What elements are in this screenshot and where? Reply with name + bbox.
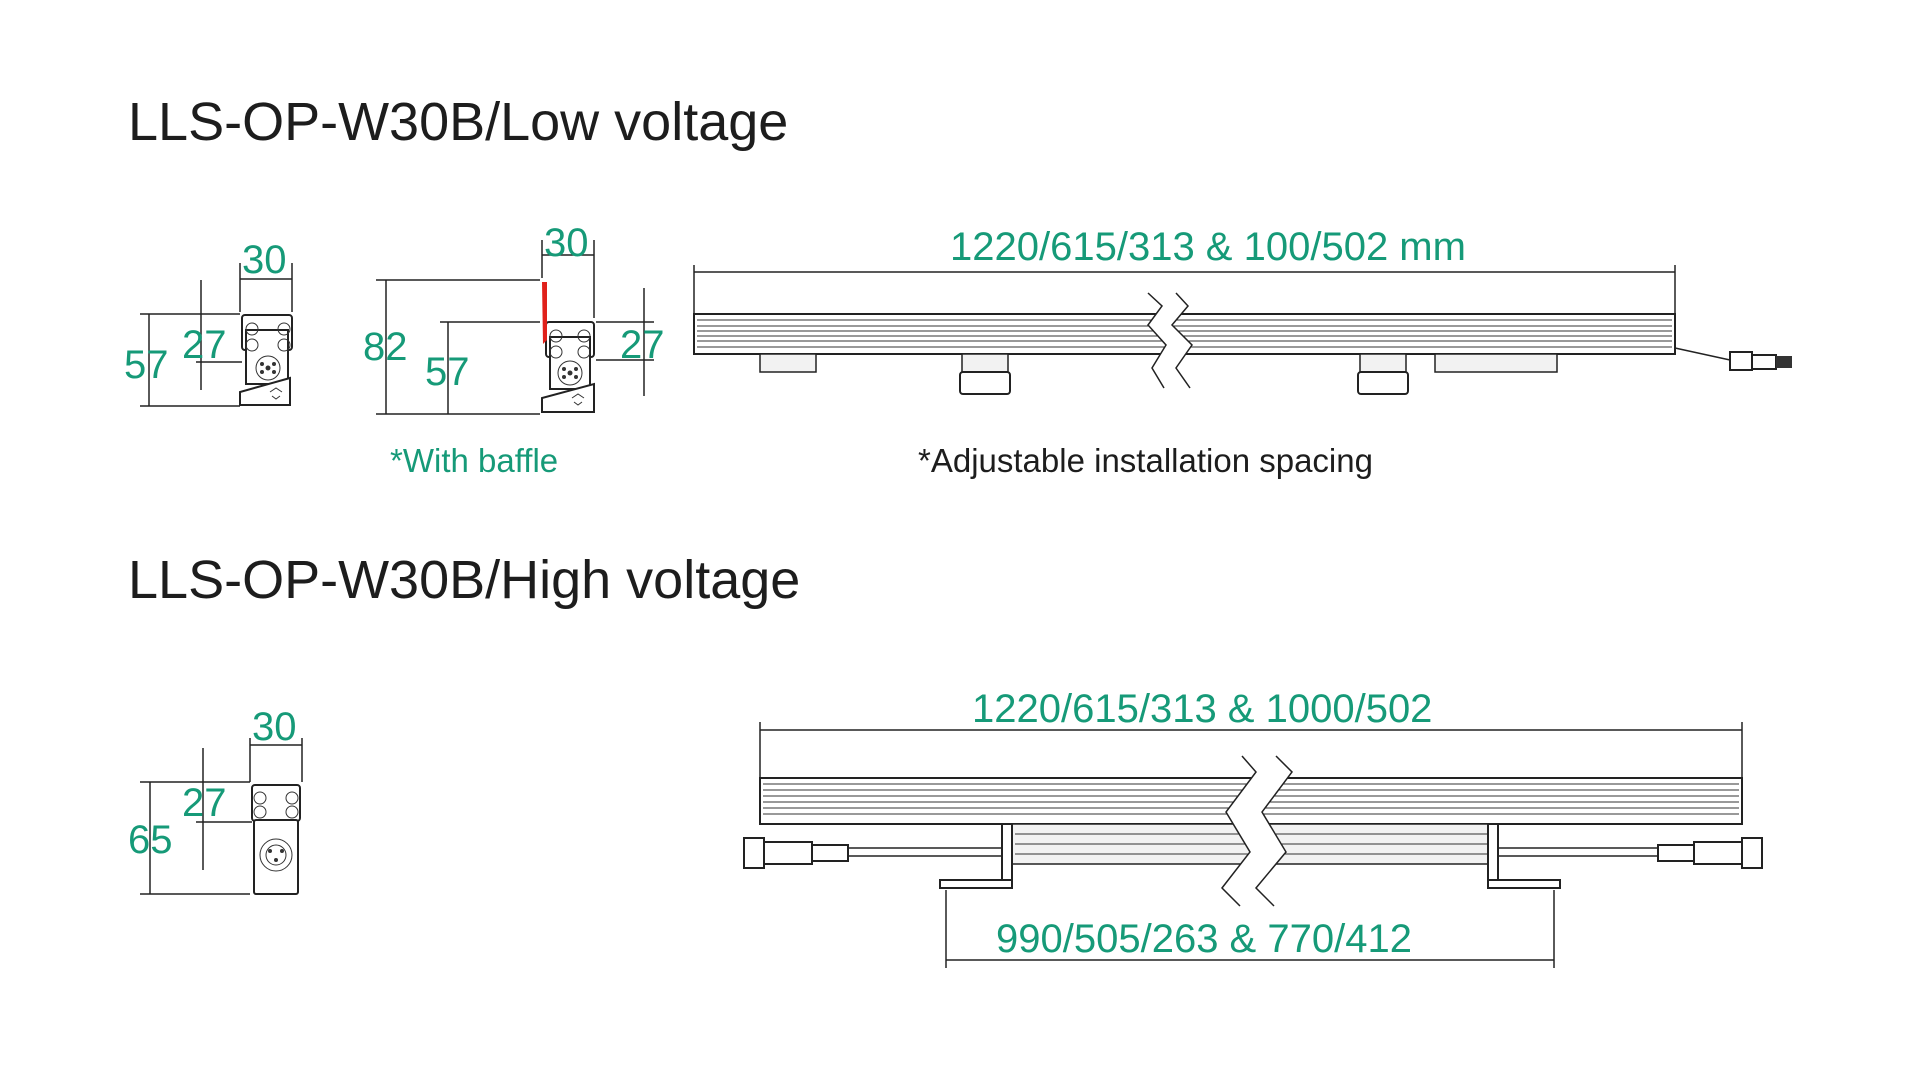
hv-section-height-label: 65: [128, 818, 173, 862]
hv-section-inner-height-label: 27: [182, 781, 227, 825]
baffle-profile: [541, 282, 595, 413]
baffle-total-height-label: 82: [363, 325, 408, 369]
high-voltage-title: LLS-OP-W30B/High voltage: [128, 550, 800, 610]
low-voltage-title: LLS-OP-W30B/Low voltage: [128, 92, 788, 152]
baffle-inner-height-label: 27: [620, 323, 665, 367]
spacing-note: *Adjustable installation spacing: [918, 442, 1373, 479]
low-voltage-fixture-body: [693, 313, 1792, 395]
high-voltage-length-label: 1220/615/313 & 1000/502: [972, 687, 1432, 731]
high-voltage-length-view: 1220/615/313 & 1000/502: [743, 687, 1763, 968]
baffle-height-label: 57: [425, 350, 470, 394]
baffle-width-label: 30: [544, 221, 589, 265]
low-voltage-length-view: 1220/615/313 & 100/502 mm: [693, 225, 1792, 479]
baffle-note: *With baffle: [390, 442, 558, 479]
low-voltage-section-view: 30 57 27: [124, 238, 293, 407]
baffle-plate: [542, 282, 547, 344]
section-width-label: 30: [242, 238, 287, 282]
low-voltage-length-label: 1220/615/313 & 100/502 mm: [950, 225, 1466, 269]
high-voltage-section-view: 30 65 27: [128, 705, 303, 895]
low-voltage-baffle-view: 30 82 57 27 *With baffle: [363, 221, 665, 479]
hv-section-width-label: 30: [252, 705, 297, 749]
section-inner-height-label: 27: [182, 323, 227, 367]
section-height-label: 57: [124, 343, 169, 387]
section-profile: [239, 314, 293, 406]
hv-section-profile: [251, 784, 301, 895]
high-voltage-spacing-label: 990/505/263 & 770/412: [996, 917, 1412, 961]
